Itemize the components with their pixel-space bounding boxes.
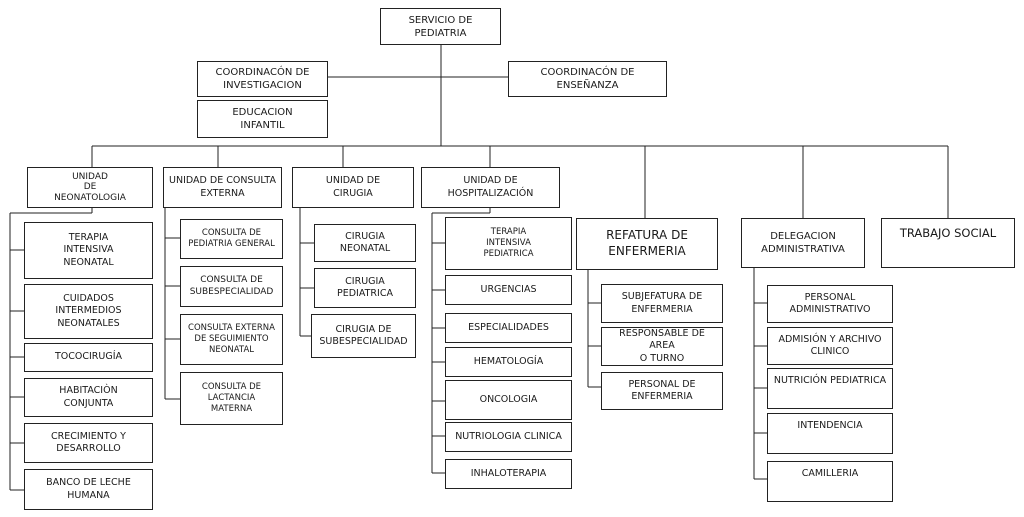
node-cuidados-intermedios-neonatales: CUIDADOS INTERMEDIOS NEONATALES: [24, 284, 153, 339]
node-inhaloterapia: INHALOTERAPIA: [445, 459, 572, 489]
node-nutriologia-clinica: NUTRIOLOGIA CLINICA: [445, 422, 572, 452]
node-unidad-cirugia: UNIDAD DE CIRUGIA: [292, 167, 414, 208]
node-unidad-consulta-externa: UNIDAD DE CONSULTA EXTERNA: [163, 167, 282, 208]
node-oncologia: ONCOLOGIA: [445, 380, 572, 420]
node-unidad-neonatologia: UNIDAD DE NEONATOLOGIA: [27, 167, 153, 208]
node-banco-leche-humana: BANCO DE LECHE HUMANA: [24, 469, 153, 510]
node-cirugia-subespecialidad: CIRUGIA DE SUBESPECIALIDAD: [311, 314, 416, 358]
node-refatura-enfermeria: REFATURA DE ENFERMERIA: [576, 218, 718, 270]
node-coordinacion-investigacion: COORDINACÓN DE INVESTIGACION: [197, 61, 328, 97]
node-especialidades: ESPECIALIDADES: [445, 313, 572, 343]
node-admision-archivo-clinico: ADMISIÓN Y ARCHIVO CLINICO: [767, 327, 893, 365]
node-coordinacion-ensenanza: COORDINACÓN DE ENSEÑANZA: [508, 61, 667, 97]
node-terapia-intensiva-neonatal: TERAPIA INTENSIVA NEONATAL: [24, 222, 153, 279]
node-cirugia-pediatrica: CIRUGIA PEDIATRICA: [314, 268, 416, 308]
node-terapia-intensiva-pediatrica: TERAPIA INTENSIVA PEDIATRICA: [445, 217, 572, 270]
node-cirugia-neonatal: CIRUGIA NEONATAL: [314, 224, 416, 262]
node-crecimiento-desarrollo: CRECIMIENTO Y DESARROLLO: [24, 423, 153, 463]
node-personal-enfermeria: PERSONAL DE ENFERMERIA: [601, 372, 723, 410]
node-educacion-infantil: EDUCACION INFANTIL: [197, 100, 328, 138]
node-consulta-subespecialidad: CONSULTA DE SUBESPECIALIDAD: [180, 266, 283, 307]
node-consulta-lactancia-materna: CONSULTA DE LACTANCIA MATERNA: [180, 372, 283, 425]
node-servicio-pediatria: SERVICIO DE PEDIATRIA: [380, 8, 501, 45]
node-unidad-hospitalizacion: UNIDAD DE HOSPITALIZACIÓN: [421, 167, 560, 208]
node-intendencia: INTENDENCIA: [767, 413, 893, 454]
node-urgencias: URGENCIAS: [445, 275, 572, 305]
node-delegacion-administrativa: DELEGACION ADMINISTRATIVA: [741, 218, 865, 268]
node-consulta-seguimiento-neonatal: CONSULTA EXTERNA DE SEGUIMIENTO NEONATAL: [180, 314, 283, 365]
node-habitacion-conjunta: HABITACIÒN CONJUNTA: [24, 378, 153, 417]
node-camilleria: CAMILLERIA: [767, 461, 893, 502]
node-personal-administrativo: PERSONAL ADMINISTRATIVO: [767, 285, 893, 323]
node-nutricion-pediatrica: NUTRICIÓN PEDIATRICA: [767, 368, 893, 409]
node-responsable-area-turno: RESPONSABLE DE AREA O TURNO: [601, 327, 723, 366]
node-trabajo-social: TRABAJO SOCIAL: [881, 218, 1015, 268]
node-consulta-pediatria-general: CONSULTA DE PEDIATRIA GENERAL: [180, 219, 283, 259]
node-subjefatura-enfermeria: SUBJEFATURA DE ENFERMERIA: [601, 284, 723, 323]
node-tococirugia: TOCOCIRUGÍA: [24, 343, 153, 372]
node-hematologia: HEMATOLOGÍA: [445, 347, 572, 377]
